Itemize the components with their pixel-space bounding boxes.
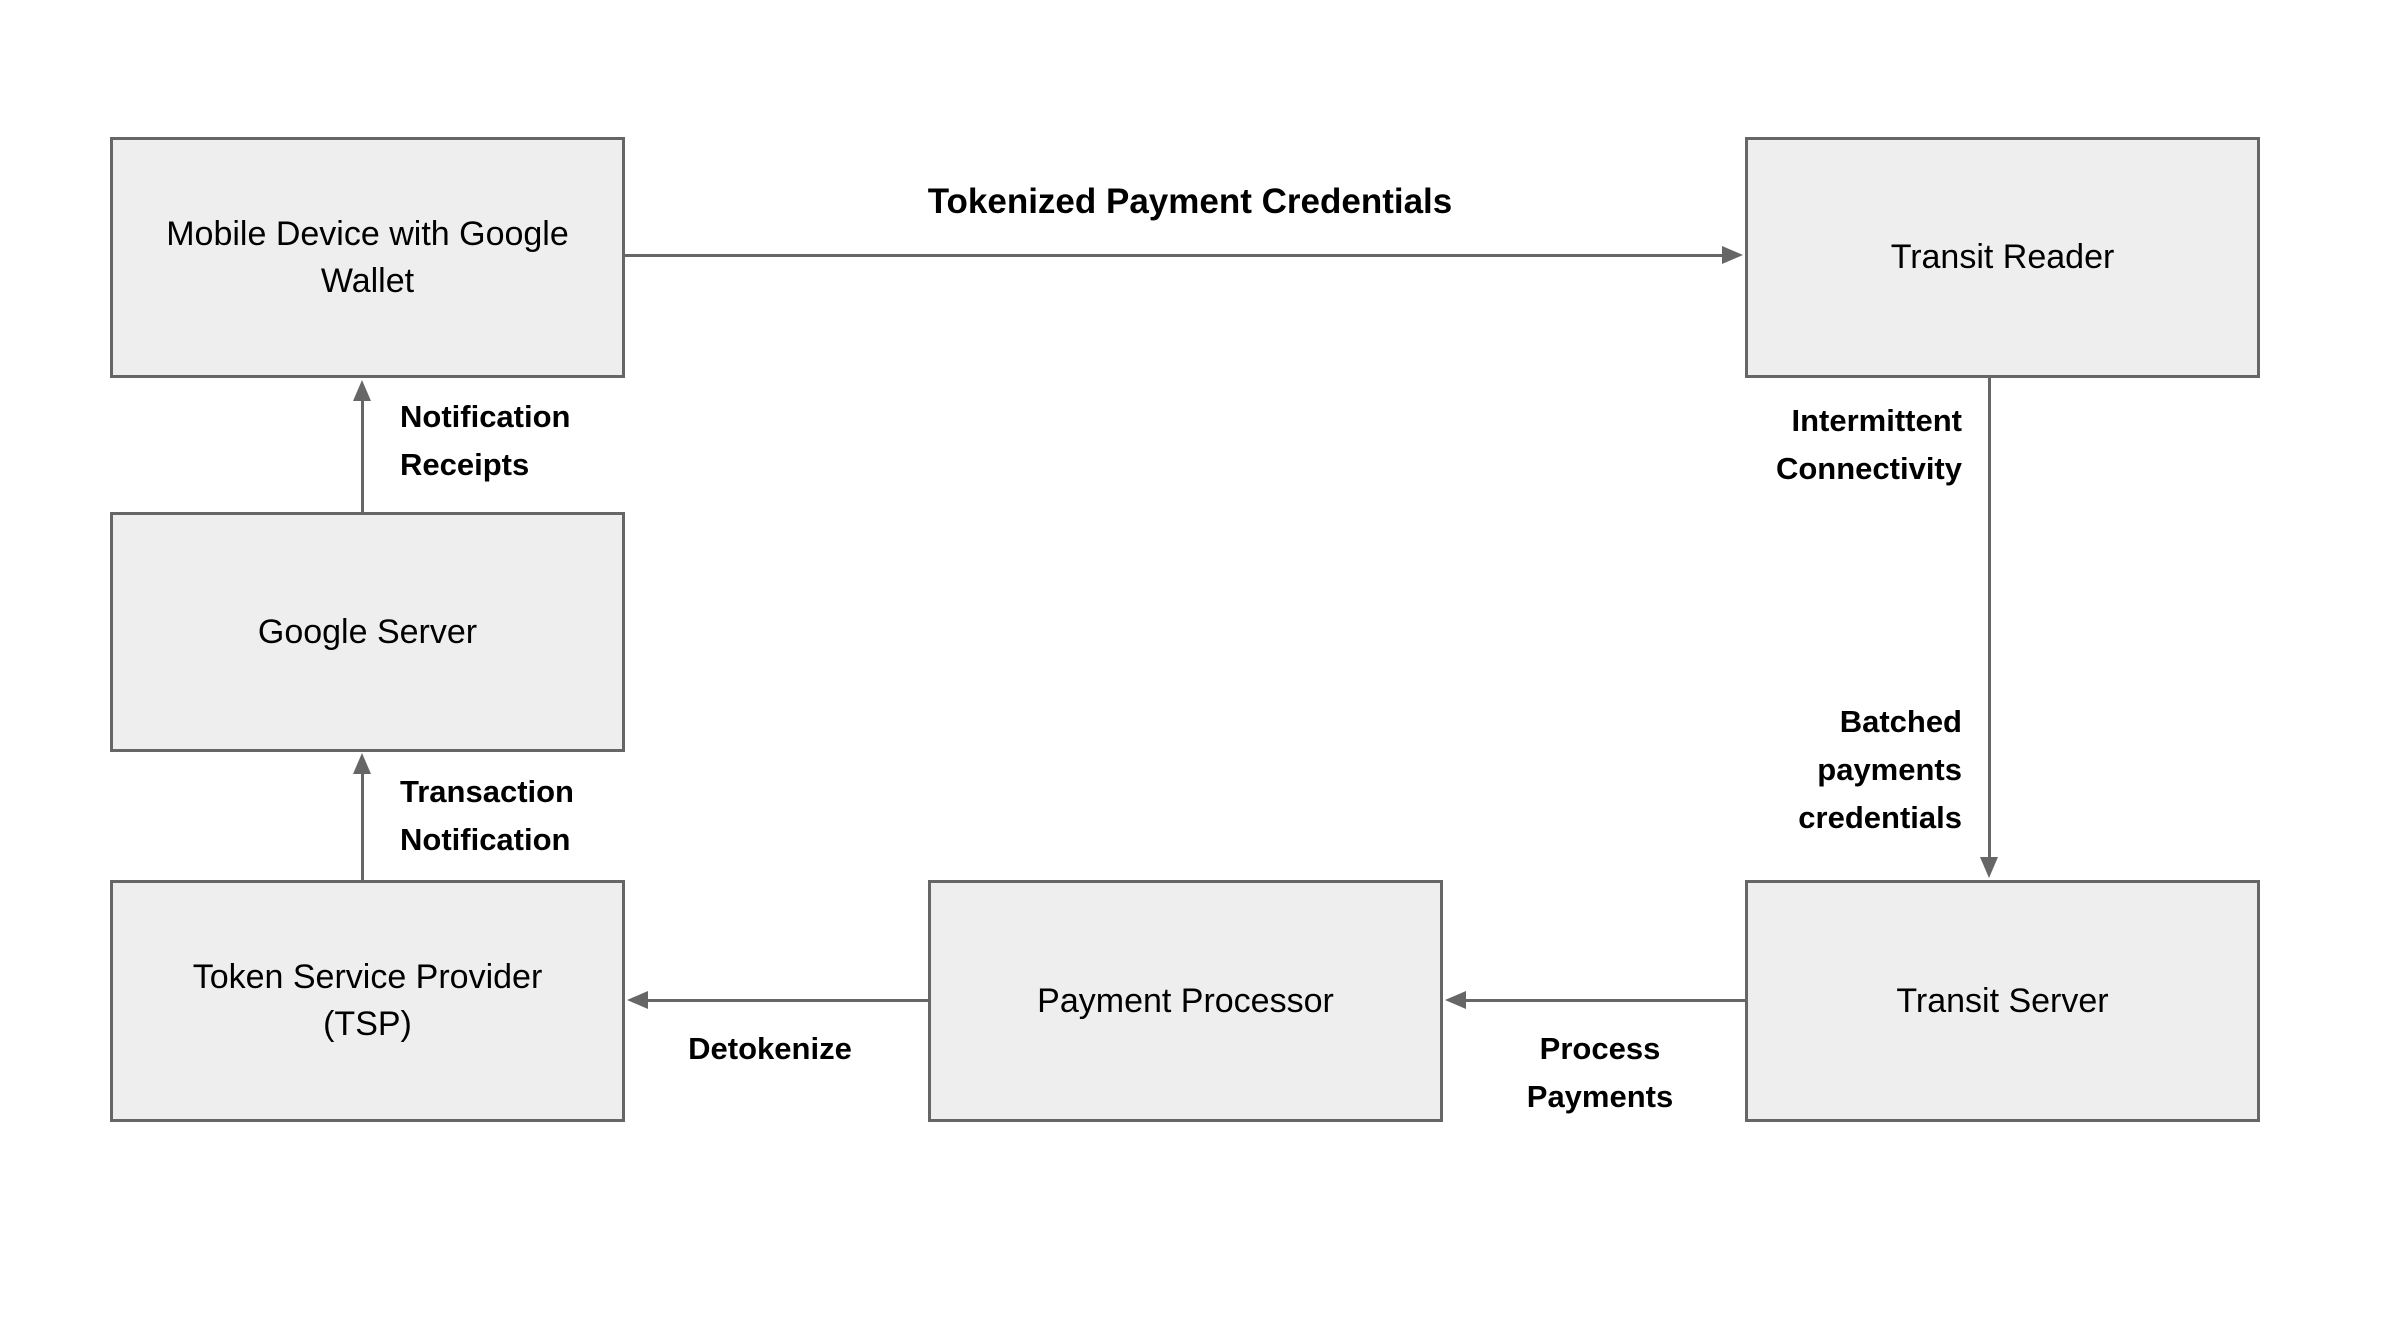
arrowhead-up-icon: [353, 753, 371, 774]
node-transit-server: Transit Server: [1745, 880, 2260, 1122]
node-transit-reader-label: Transit Reader: [1890, 238, 2115, 276]
edge-label-tokenized-payment-credentials: Tokenized Payment Credentials: [927, 182, 1453, 221]
node-payment-processor: Payment Processor: [928, 880, 1443, 1122]
edge-label-process-payments: Process Payments: [1526, 1031, 1674, 1114]
edge-label-batched-payments-credentials: Batched payments credentials: [1798, 704, 1962, 835]
arrowhead-down-icon: [1980, 857, 1998, 878]
node-mobile-device-google-wallet-label: Mobile Device with Google Wallet: [166, 214, 569, 300]
arrowhead-left-icon: [627, 991, 648, 1009]
node-token-service-provider-label: Token Service Provider (TSP): [192, 958, 543, 1043]
node-payment-processor-label: Payment Processor: [1037, 981, 1334, 1020]
arrowhead-left-icon: [1445, 991, 1466, 1009]
node-google-server: Google Server: [110, 512, 625, 752]
node-token-service-provider: Token Service Provider (TSP): [110, 880, 625, 1122]
arrowhead-right-icon: [1722, 246, 1743, 264]
arrow-processor-to-tsp: [647, 999, 928, 1002]
arrow-tsp-to-google: [361, 772, 364, 880]
arrowhead-up-icon: [353, 380, 371, 401]
arrow-reader-to-transit-server: [1988, 378, 1991, 858]
edge-label-detokenize: Detokenize: [688, 1031, 852, 1066]
arrow-transit-server-to-processor: [1465, 999, 1745, 1002]
arrow-google-to-mobile: [361, 398, 364, 512]
edge-label-intermittent-connectivity: Intermittent Connectivity: [1775, 403, 1962, 486]
node-mobile-device-google-wallet: Mobile Device with Google Wallet: [110, 137, 625, 378]
node-transit-server-label: Transit Server: [1896, 981, 2109, 1020]
arrow-mobile-to-reader: [625, 254, 1725, 257]
node-transit-reader: Transit Reader: [1745, 137, 2260, 378]
node-google-server-label: Google Server: [257, 612, 478, 651]
edge-label-transaction-notification: Transaction Notification: [400, 774, 574, 857]
edge-label-notification-receipts: Notification Receipts: [400, 399, 571, 482]
